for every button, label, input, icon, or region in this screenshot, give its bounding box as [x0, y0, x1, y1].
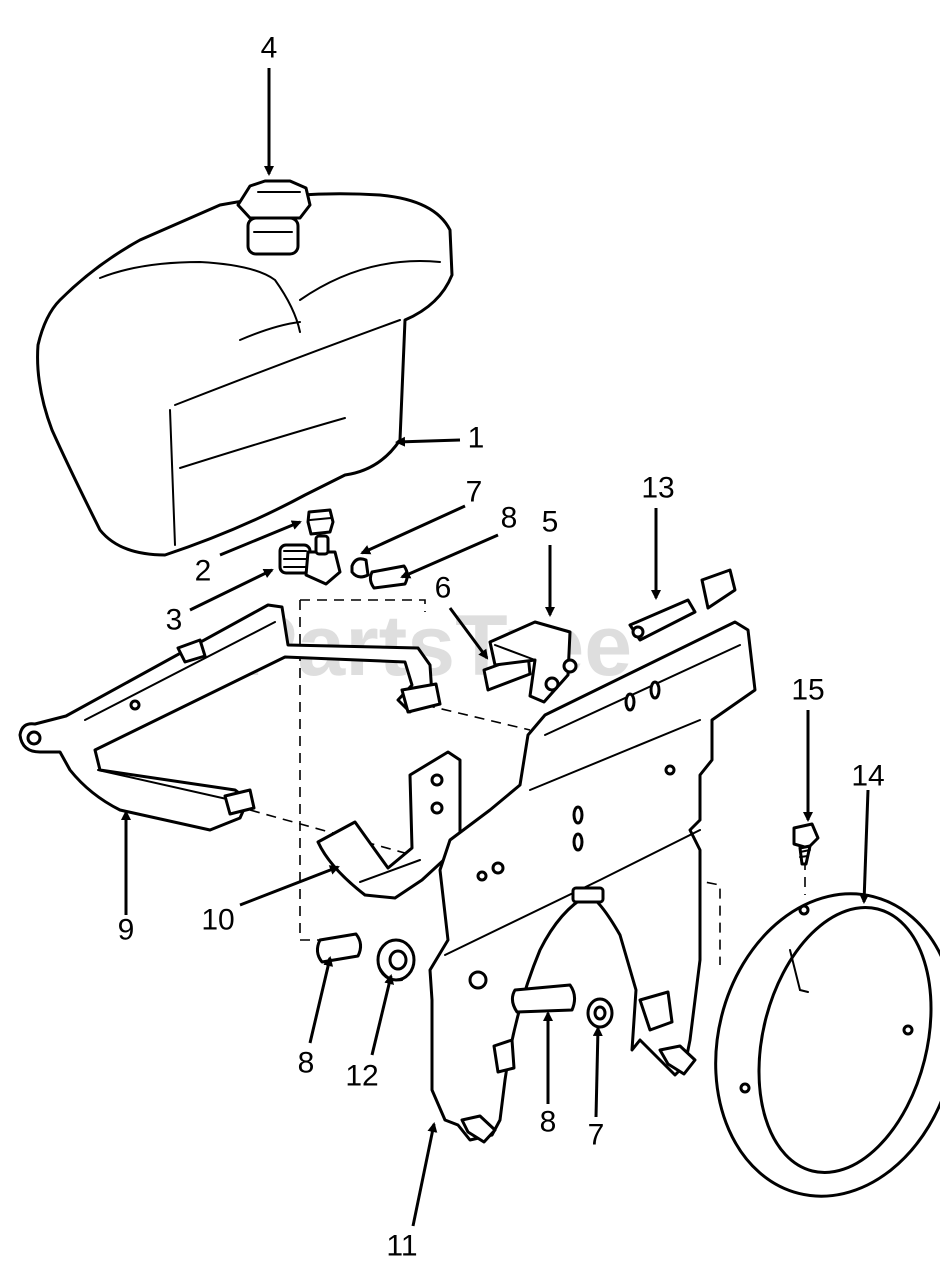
callout-14: 14: [851, 760, 884, 793]
tank-support-frame: [18, 603, 442, 832]
callout-8-right: 8: [540, 1106, 557, 1139]
callout-15: 15: [791, 674, 824, 707]
mounting-block: [488, 620, 578, 704]
callout-1: 1: [468, 422, 485, 455]
callout-6: 6: [435, 572, 452, 605]
callout-8: 8: [501, 502, 518, 535]
callout-13: 13: [641, 472, 674, 505]
grommet: [376, 938, 416, 982]
callout-9: 9: [118, 914, 135, 947]
tank-fitting: [306, 508, 335, 536]
mounting-plate: [428, 620, 757, 1144]
callout-4: 4: [261, 32, 278, 65]
callout-8-left: 8: [298, 1047, 315, 1080]
shut-off-valve: [278, 534, 342, 586]
fuel-hose-top: [368, 564, 409, 590]
callout-labels: 4 1 7 8 2 5 13 3 6 15 14 9 10 8 12 8 7 1…: [118, 32, 885, 1263]
clip-strip: [628, 568, 737, 642]
hose-clamp-lower: [586, 997, 614, 1029]
callout-2: 2: [195, 555, 212, 588]
callout-leaders: [121, 68, 870, 1227]
fuel-hose-lower: [315, 932, 577, 1014]
callout-12: 12: [345, 1060, 378, 1093]
fuel-tank: [36, 192, 454, 557]
ring-guard: [714, 892, 940, 1198]
callout-7-lower: 7: [588, 1119, 605, 1152]
callout-3: 3: [166, 604, 183, 637]
fuel-cap: [236, 179, 312, 256]
callout-5: 5: [542, 506, 559, 539]
screw: [792, 822, 820, 866]
bracket: [316, 750, 462, 900]
callout-7: 7: [466, 476, 483, 509]
hose-clamp-top: [350, 557, 370, 579]
callout-11: 11: [386, 1230, 417, 1263]
callout-10: 10: [201, 904, 234, 937]
